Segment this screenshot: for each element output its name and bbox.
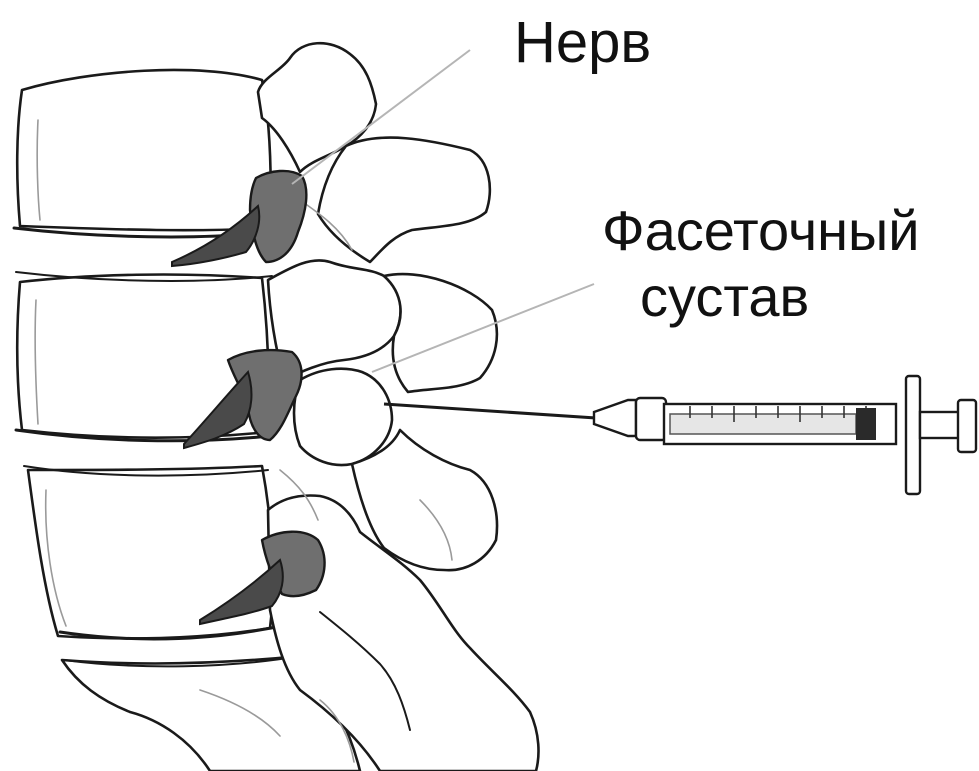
- posterior-elements: [258, 43, 538, 771]
- syringe-flange: [906, 376, 920, 494]
- vertebra-upper-body: [17, 70, 271, 230]
- facet-joint-bone: [294, 369, 392, 465]
- plunger-rod: [920, 412, 960, 438]
- label-facet-joint-line2: сустав: [640, 265, 809, 328]
- syringe-fluid: [670, 414, 856, 434]
- label-nerve: Нерв: [514, 10, 651, 75]
- needle-hub: [594, 400, 636, 436]
- plunger-seal: [856, 408, 876, 440]
- needle: [384, 404, 596, 418]
- plunger-thumb: [958, 400, 976, 452]
- spinous-process-middle: [384, 274, 497, 392]
- spinous-process-top: [318, 138, 490, 262]
- label-facet-joint-line1: Фасеточный: [602, 199, 920, 262]
- syringe-collar: [636, 398, 666, 440]
